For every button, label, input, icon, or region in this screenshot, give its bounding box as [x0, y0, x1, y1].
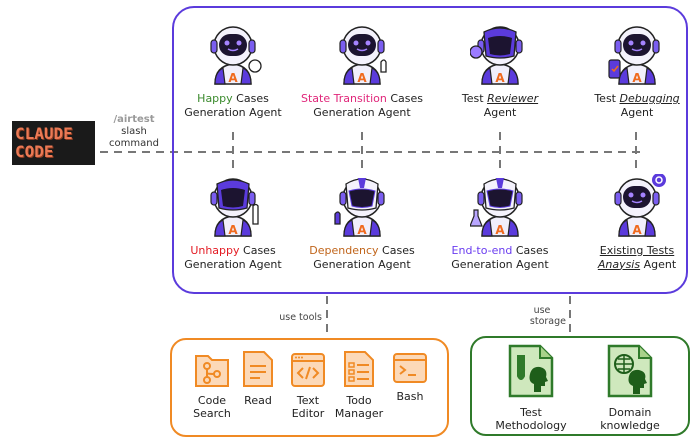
agents-container: [172, 6, 688, 294]
agent-label-emph: Debugging: [619, 92, 680, 105]
agent-label-prefix: Test: [594, 92, 620, 105]
tool-label-1: Read: [244, 394, 272, 407]
storage-label-2: storage: [529, 316, 566, 327]
storage-label-2: Methodology: [495, 419, 567, 432]
read-document-icon: [243, 351, 273, 387]
agent-label-line2: Agent: [620, 105, 654, 119]
agent-label: Unhappy Cases Generation Agent: [168, 244, 298, 271]
slash-command-label: /airtest slash command: [104, 114, 164, 150]
tool-label-2: Search: [193, 407, 231, 420]
agent-label: Test Debugging Agent: [572, 92, 700, 119]
agent-label: Dependency Cases Generation Agent: [297, 244, 427, 271]
agent-dependency-cases[interactable]: Dependency Cases Generation Agent: [297, 174, 427, 271]
tool-bash[interactable]: Bash: [384, 352, 436, 403]
agent-end-to-end-cases[interactable]: End-to-end Cases Generation Agent: [435, 174, 565, 271]
robot-helmet-thumbs-up-icon: [334, 178, 385, 238]
domain-knowledge-icon: [607, 344, 653, 398]
storage-domain-knowledge[interactable]: Domain knowledge: [580, 344, 680, 432]
storage-label-2: knowledge: [600, 419, 660, 432]
agent-test-reviewer[interactable]: Test Reviewer Agent: [435, 22, 565, 119]
tool-label-1: Bash: [396, 390, 424, 403]
robot-flask-icon: [469, 178, 523, 238]
test-methodology-icon: [508, 344, 554, 398]
tool-label-1: Text: [296, 394, 320, 407]
gear-icon: [655, 176, 663, 184]
robot-thumbs-up-icon: [339, 26, 387, 86]
robot-fist-icon: [210, 26, 262, 86]
tool-label-1: Todo: [346, 394, 372, 407]
text-editor-icon: [291, 353, 325, 387]
storage-label-1: Domain: [608, 406, 652, 419]
storage-label-1: Test: [520, 406, 542, 419]
agent-label-emph: Anaysis: [597, 257, 641, 271]
agent-label: Test Reviewer Agent: [435, 92, 565, 119]
claude-code-logo: CLAUDE CODE: [12, 121, 95, 165]
agent-label-rest: Cases: [386, 92, 423, 105]
command-name: /airtest: [113, 114, 155, 125]
agent-label-line2: Agent: [640, 257, 677, 271]
agent-label: End-to-end Cases Generation Agent: [435, 244, 565, 271]
tool-read[interactable]: Read: [232, 350, 284, 407]
agent-label-line1: Existing Tests: [599, 244, 675, 257]
agent-label: State Transition Cases Generation Agent: [297, 92, 427, 119]
robot-lightbulb-icon: [469, 26, 523, 86]
agent-label-line2: Generation Agent: [451, 257, 549, 271]
agent-label-line2: Agent: [483, 105, 517, 119]
agent-label-emph: Reviewer: [487, 92, 539, 105]
tool-label-2: Manager: [334, 407, 384, 420]
agent-unhappy-cases[interactable]: Unhappy Cases Generation Agent: [168, 174, 298, 271]
agent-label-line2: Generation Agent: [313, 105, 411, 119]
robot-finger-up-icon: [210, 178, 259, 238]
robot-phone-check-icon: [608, 26, 660, 86]
command-desc-2: command: [109, 138, 159, 149]
agent-highlight: Happy: [197, 92, 233, 105]
storage-label-1: use: [533, 305, 551, 316]
tool-code-search[interactable]: Code Search: [186, 352, 238, 420]
tool-text-editor[interactable]: Text Editor: [282, 352, 334, 420]
tool-label-2: Editor: [291, 407, 325, 420]
logo-line-2: CODE: [15, 142, 54, 161]
agent-happy-cases[interactable]: Happy Cases Generation Agent: [168, 22, 298, 119]
storage-test-methodology[interactable]: Test Methodology: [481, 344, 581, 432]
agent-label-line2: Generation Agent: [313, 257, 411, 271]
todo-manager-icon: [344, 351, 374, 387]
agent-label-line2: Generation Agent: [184, 105, 282, 119]
agent-highlight: Dependency: [309, 244, 379, 257]
code-search-icon: [195, 355, 229, 387]
tools-container: [170, 338, 449, 437]
agent-highlight: State Transition: [301, 92, 387, 105]
bash-terminal-icon: [393, 353, 427, 383]
command-desc-1: slash: [121, 126, 147, 137]
agent-label-line2: Generation Agent: [184, 257, 282, 271]
agent-highlight: Unhappy: [190, 244, 240, 257]
agent-label: Existing Tests Anaysis Agent: [572, 244, 700, 271]
storage-container: [470, 336, 690, 436]
agent-highlight: End-to-end: [451, 244, 513, 257]
agent-state-transition-cases[interactable]: State Transition Cases Generation Agent: [297, 22, 427, 119]
agent-existing-tests-analysis[interactable]: Existing Tests Anaysis Agent: [572, 173, 700, 271]
agent-test-debugging[interactable]: Test Debugging Agent: [572, 22, 700, 119]
agent-label-rest: Cases: [239, 244, 276, 257]
tool-todo-manager[interactable]: Todo Manager: [333, 350, 385, 420]
agent-label: Happy Cases Generation Agent: [168, 92, 298, 119]
agent-label-prefix: Test: [461, 92, 488, 105]
use-storage-label: use storage: [506, 305, 566, 327]
agent-label-rest: Cases: [378, 244, 415, 257]
agent-label-rest: Cases: [232, 92, 269, 105]
robot-gear-icon: [614, 173, 666, 238]
logo-line-1: CLAUDE: [15, 124, 73, 143]
tool-label-1: Code: [197, 394, 227, 407]
use-tools-label: use tools: [279, 312, 322, 323]
agent-label-rest: Cases: [512, 244, 549, 257]
